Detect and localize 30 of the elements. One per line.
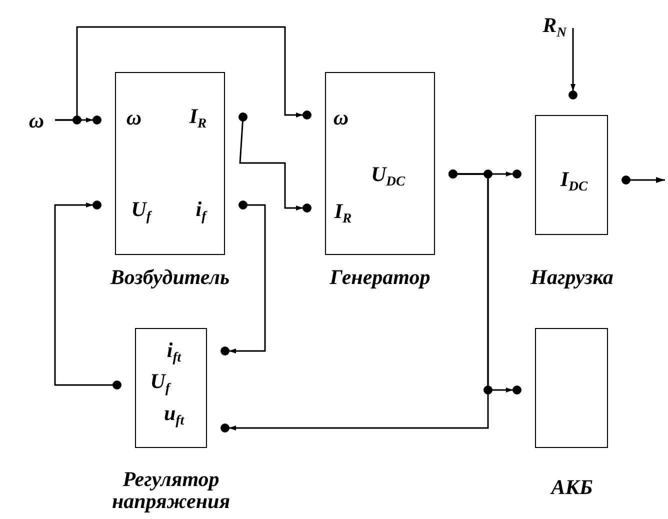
connector-arrow: [220, 170, 489, 432]
block-title: Генератор: [328, 266, 432, 288]
block-title: Возбудитель: [109, 266, 231, 288]
connector-arrow: [54, 200, 122, 390]
connector-arrow: [220, 200, 266, 356]
block-title: Регулятор напряжения: [110, 468, 232, 512]
block-box: [135, 328, 207, 448]
port-label: i$_{ft}$: [166, 340, 182, 364]
port-label: U$_{f}$: [131, 198, 151, 224]
port-label: I$_{DC}$: [560, 168, 588, 194]
port-label: ω: [333, 108, 349, 128]
connector-arrow: [568, 28, 578, 100]
block-box: [325, 72, 435, 255]
block-title: Нагрузка: [530, 266, 614, 288]
port-label: I$_{R}$: [189, 106, 207, 130]
port-label: R$_{N}$: [542, 14, 566, 40]
port-label: I$_{R}$: [334, 200, 352, 226]
block-box: [535, 115, 608, 235]
empty-block-box: [535, 328, 608, 448]
port-label: ω: [28, 110, 44, 132]
connector-arrow: [622, 176, 665, 184]
port-label: ω: [126, 108, 142, 128]
block-title: АКБ: [549, 476, 594, 498]
connector-arrow: [55, 26, 312, 121]
block-box: [115, 72, 225, 255]
port-label: i$_{f}$: [196, 198, 206, 224]
port-label: u$_{ft}$: [164, 402, 184, 428]
port-label: U$_{f}$: [150, 370, 170, 396]
port-label: U$_{DC}$: [370, 164, 406, 188]
connector-arrow: [238, 112, 312, 212]
